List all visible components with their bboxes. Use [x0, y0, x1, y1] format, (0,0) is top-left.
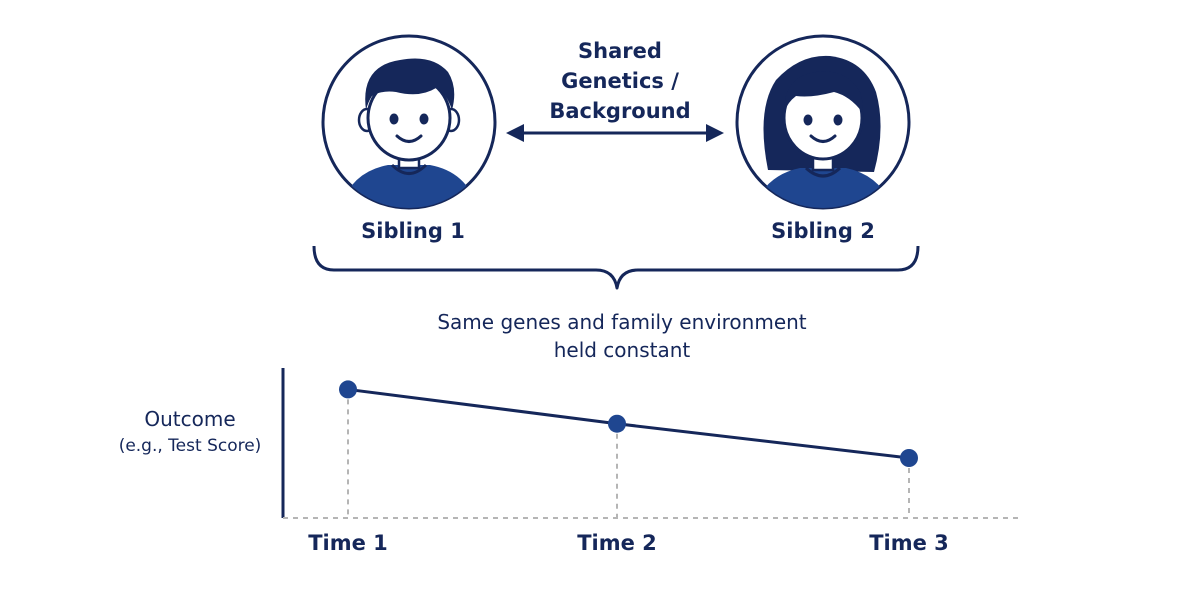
shared-line-3: Background	[549, 99, 691, 123]
series-line	[347, 387, 910, 460]
boy-avatar-icon	[321, 34, 497, 210]
shared-line-1: Shared	[578, 39, 662, 63]
data-point-2	[608, 414, 626, 433]
held-constant-line-1: Same genes and family environment	[437, 310, 807, 334]
x-tick-label-3: Time 3	[869, 531, 949, 555]
x-tick-label-1: Time 1	[308, 531, 388, 555]
y-axis-label: Outcome (e.g., Test Score)	[80, 406, 300, 460]
guide-lines	[347, 389, 910, 518]
grouping-brace	[312, 245, 920, 290]
sibling-1-label: Sibling 1	[361, 219, 465, 243]
double-arrow-icon	[506, 124, 724, 142]
held-constant-line-2: held constant	[553, 338, 691, 362]
held-constant-note: Same genes and family environment held c…	[372, 308, 872, 364]
shared-genetics-label: Shared Genetics / Background	[510, 36, 730, 126]
data-points	[339, 380, 918, 467]
data-point-1	[339, 380, 357, 399]
shared-line-2: Genetics /	[561, 69, 679, 93]
x-tick-label-2: Time 2	[577, 531, 657, 555]
girl-avatar-icon	[735, 34, 911, 210]
sibling-2-label: Sibling 2	[771, 219, 875, 243]
y-axis-subtitle: (e.g., Test Score)	[118, 436, 262, 456]
data-point-3	[900, 449, 918, 467]
y-axis-title: Outcome	[144, 407, 236, 431]
